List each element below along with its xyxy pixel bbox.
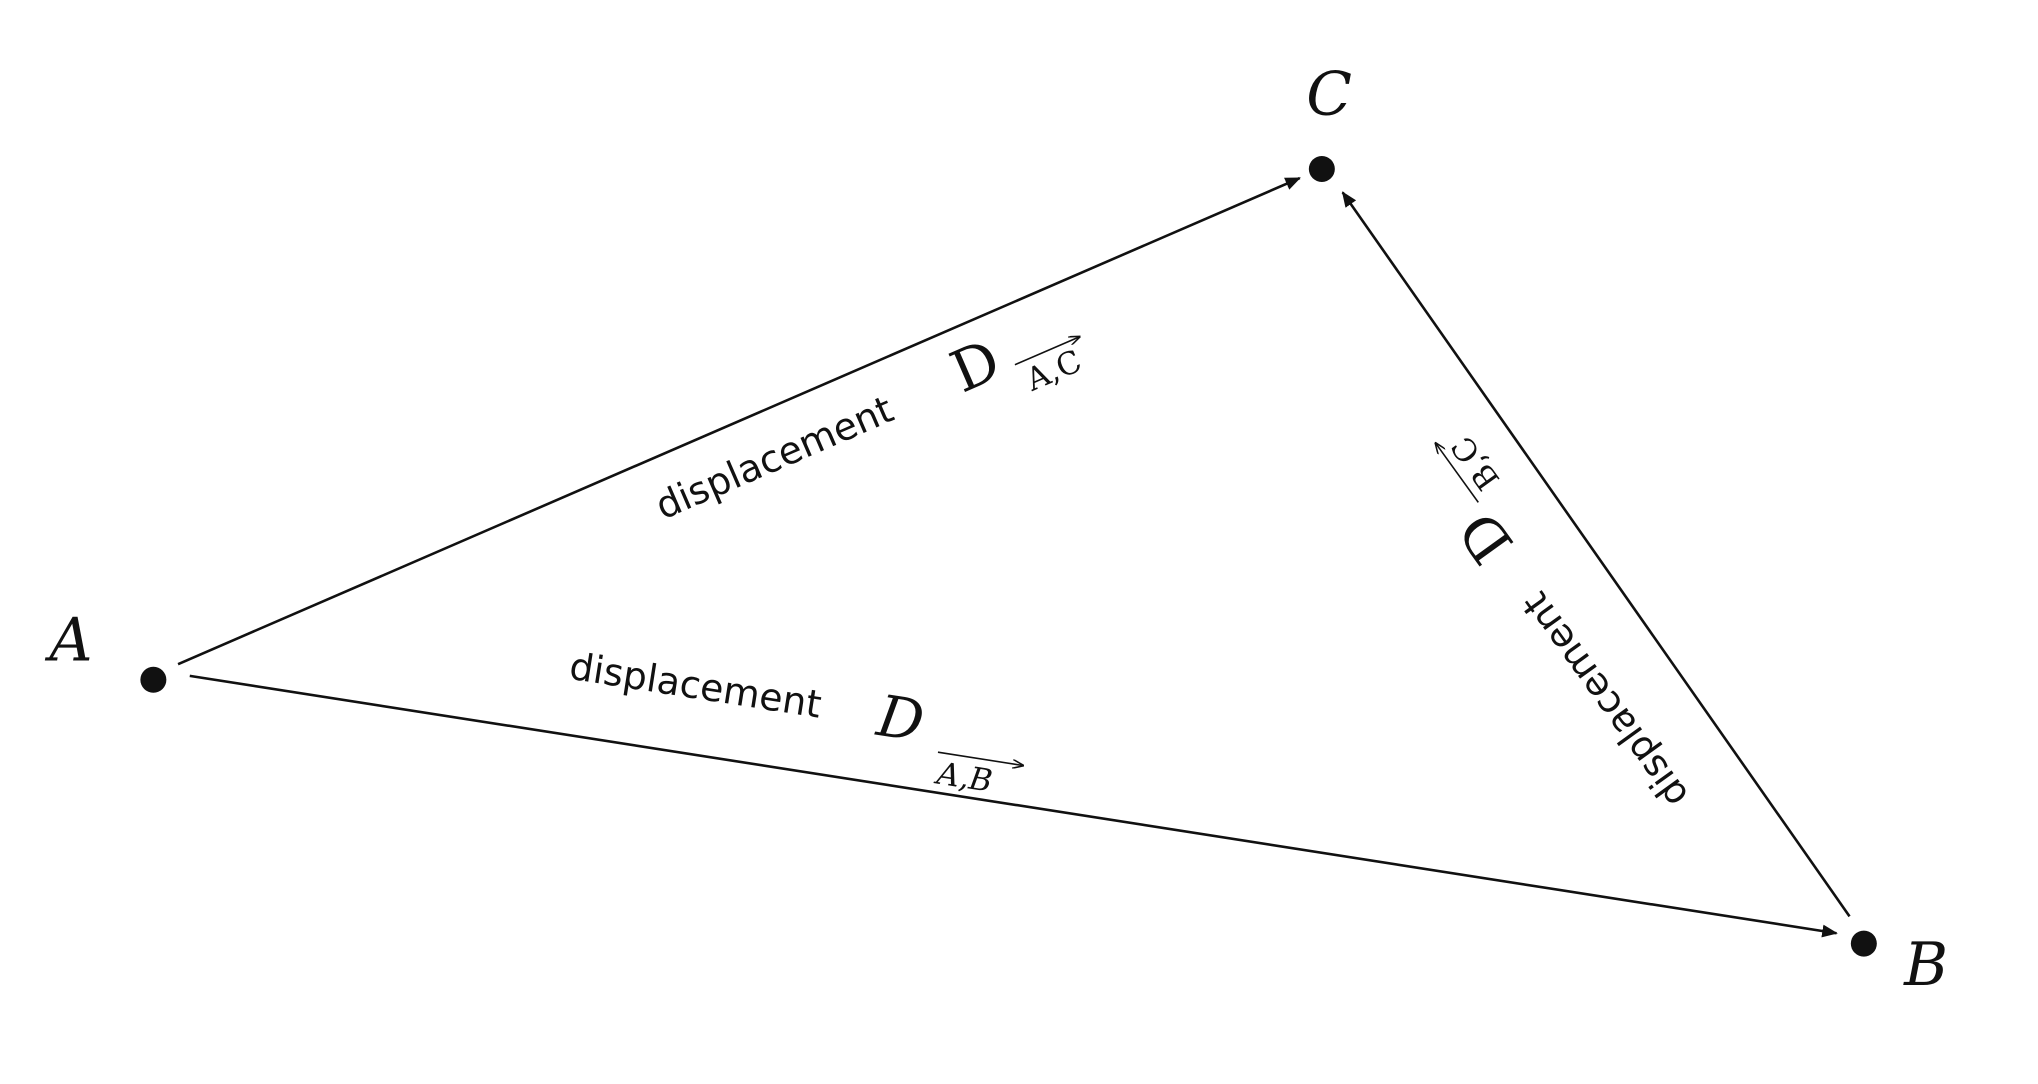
point-c (1308, 155, 1335, 182)
point-a (140, 666, 167, 693)
edge-bc-subscript-arrow (1436, 443, 1479, 503)
point-c-label: C (1306, 60, 1352, 129)
edge-bc-symbol: D (1446, 499, 1526, 575)
edge-bc-word: displacement (1513, 584, 1697, 816)
edge-ac-symbol: D (941, 327, 1009, 406)
point-a-label: A (44, 606, 92, 675)
edge-ac-subscript-arrow (1014, 337, 1079, 366)
edge-b-to-c-arrow (1341, 191, 1851, 918)
edge-bc-subscript: B,C (1445, 429, 1507, 496)
edge-ab-subscript-arrow (937, 751, 1023, 765)
edge-ab-symbol: D (872, 683, 928, 755)
point-b-label: B (1903, 931, 1948, 1000)
edge-ab-word: displacement (567, 644, 825, 727)
edge-a-to-b-arrow (189, 674, 1838, 938)
edge-ab-subscript: A,B (932, 755, 995, 800)
edge-ac-subscript: A,C (1020, 343, 1087, 399)
edge-a-to-c-arrow (177, 176, 1301, 666)
edge-ac-word: displacement (649, 387, 900, 528)
point-b (1850, 930, 1877, 957)
